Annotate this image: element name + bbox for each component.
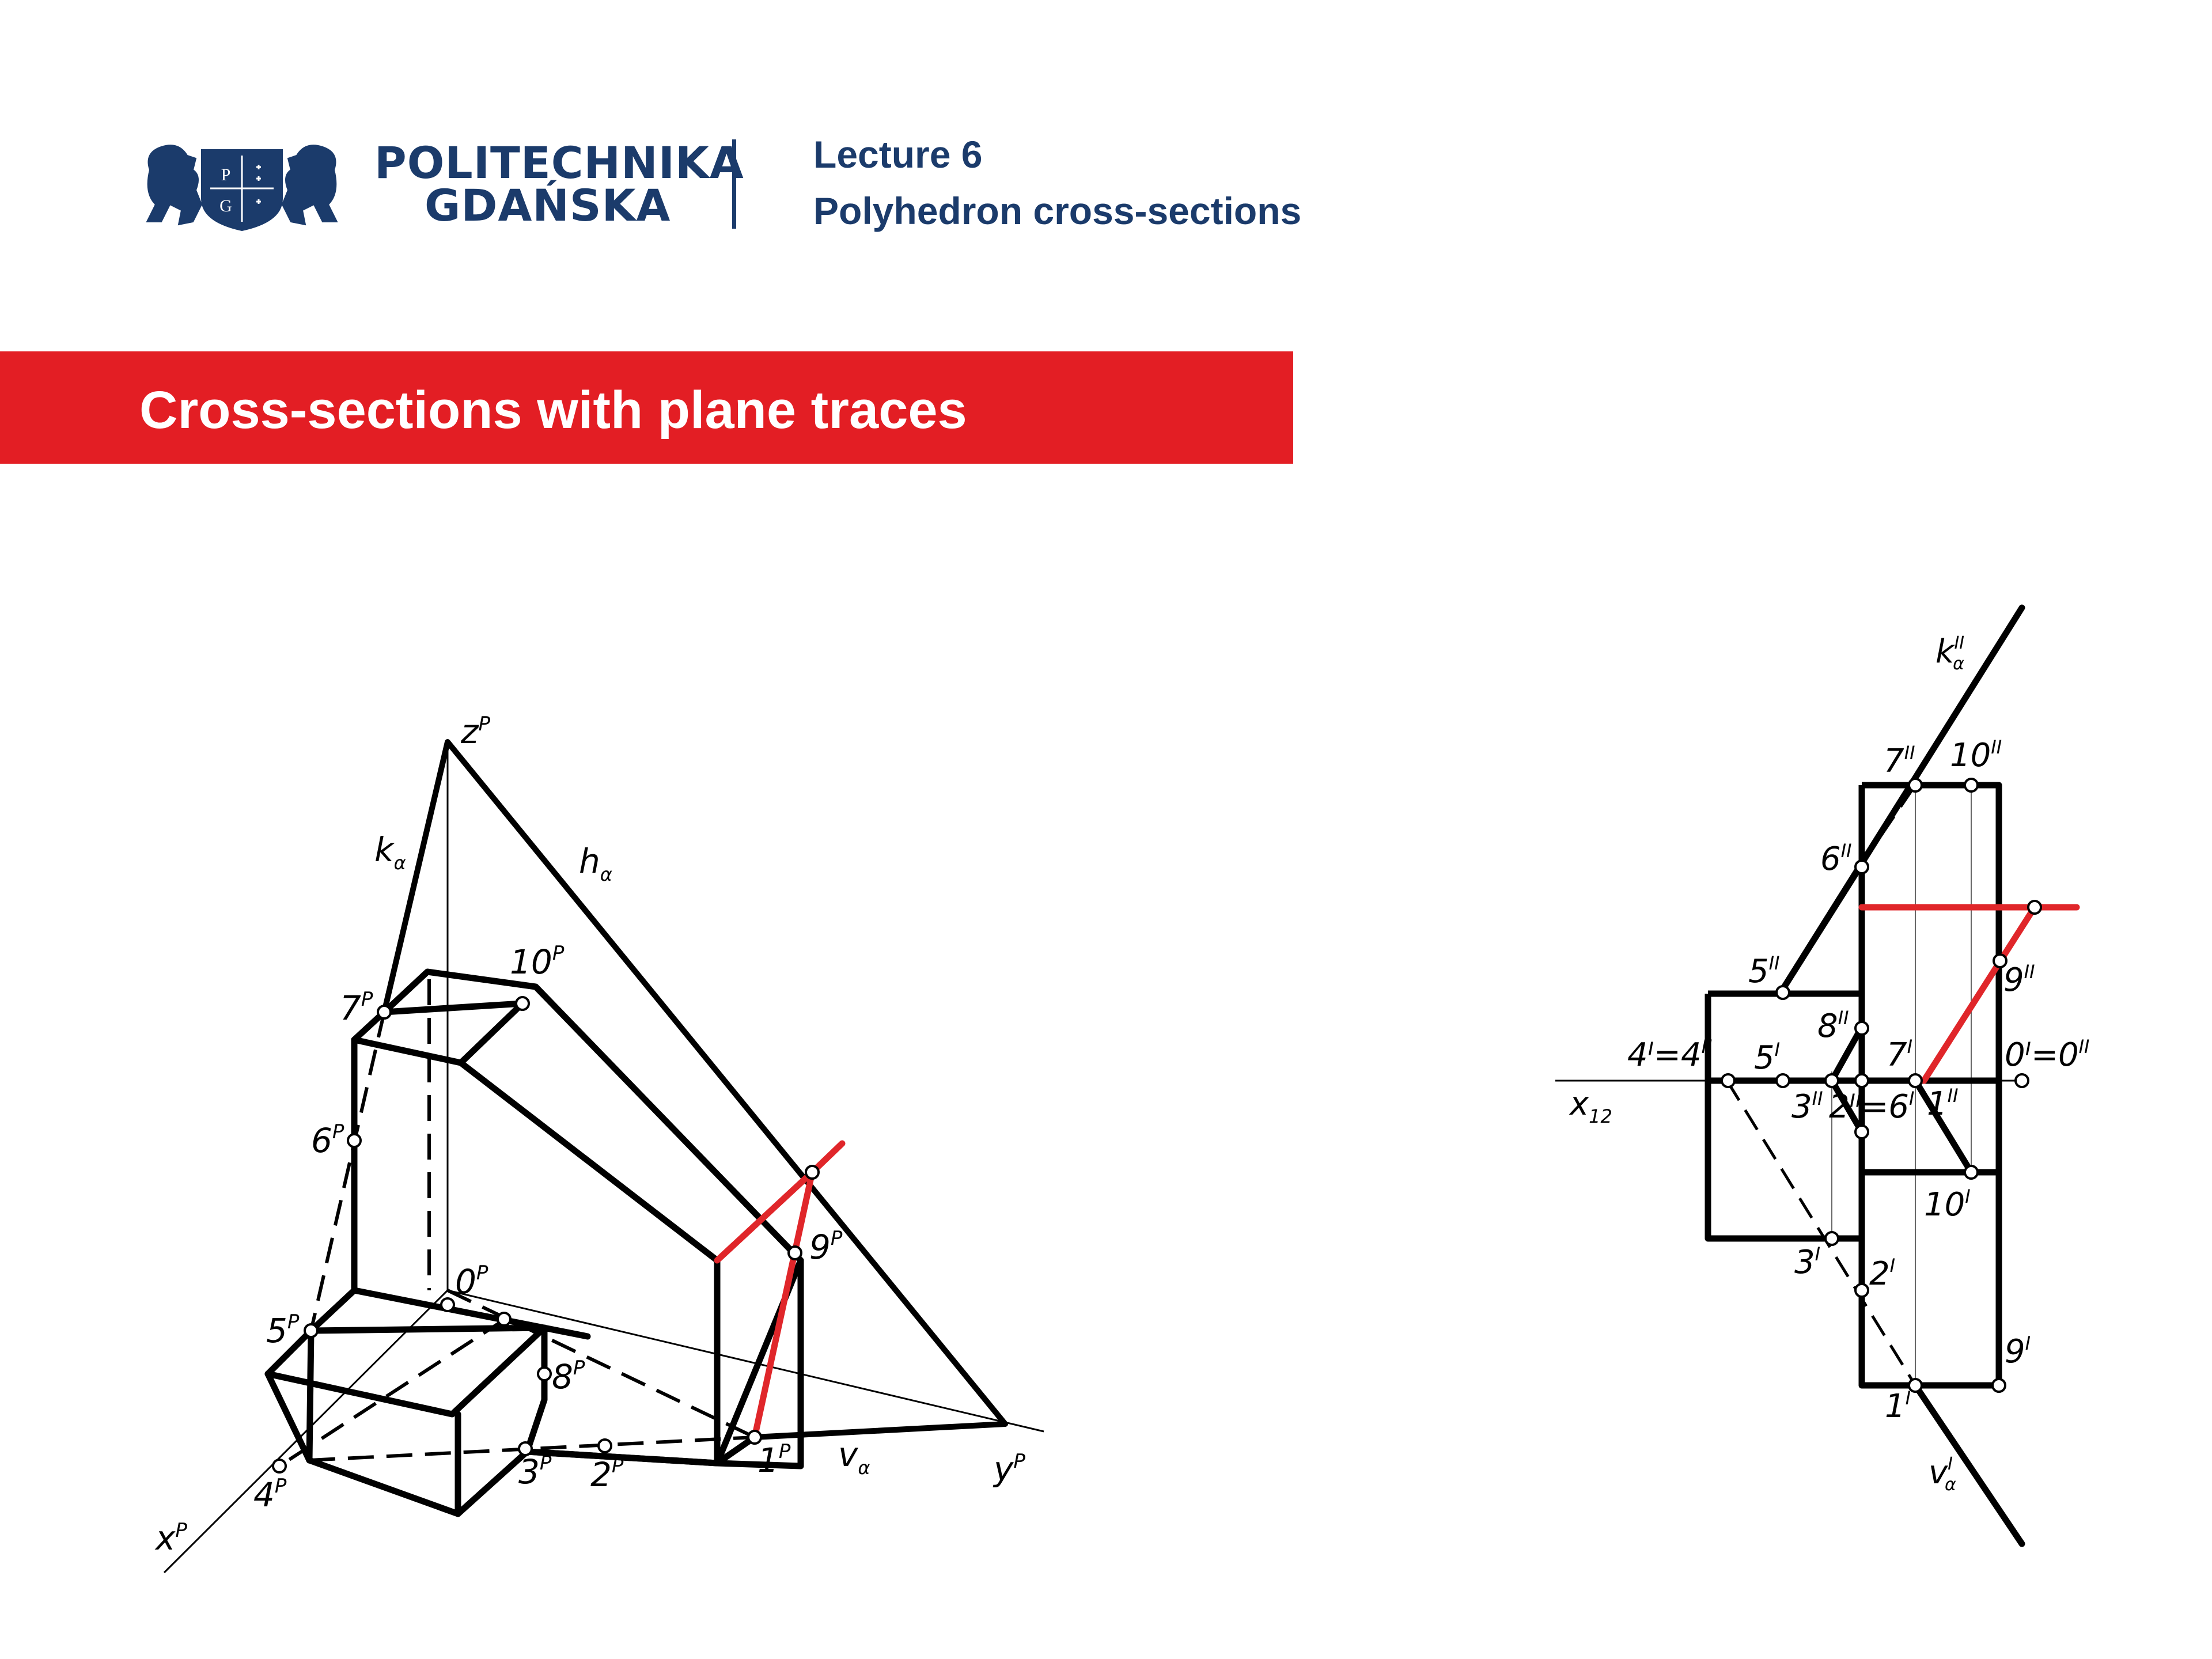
label-3I: 3I	[1794, 1243, 1820, 1281]
solid-edges	[264, 968, 804, 1517]
logo-wordmark-line1: POLITECHNIKA	[374, 137, 744, 188]
point-9P-label: 9P	[809, 1227, 843, 1267]
trace-v-label: vα	[838, 1435, 870, 1479]
header-divider	[732, 139, 736, 229]
label-3II: 3II	[1791, 1088, 1823, 1126]
axonometric-view: zP xP yP kα hα vα 1P 2P 3P 4P 5P 6P 7P 8…	[154, 712, 1044, 1574]
ortho-point-markers	[1721, 778, 2042, 1393]
header: P G POLITECHNIKA GDAŃSKA Lecture 6 Polyh…	[0, 0, 2212, 323]
label-7I: 7I	[1887, 1036, 1912, 1074]
point-10P-label: 10P	[510, 942, 565, 982]
left-lion-icon	[146, 145, 203, 226]
label-0I-0II: 0ᴵ=0II	[2005, 1036, 2089, 1074]
section-banner: Cross-sections with plane traces	[0, 351, 1293, 464]
point-9P-marker	[787, 1245, 802, 1260]
lecture-number: Lecture 6	[813, 133, 983, 176]
point-0P-marker	[440, 1297, 455, 1312]
trace-h-label: hα	[579, 842, 612, 885]
trace-k-label: kα	[374, 830, 406, 874]
point-1P-label: 1P	[757, 1440, 791, 1480]
label-10I: 10I	[1924, 1185, 1971, 1224]
axono-labels: zP xP yP kα hα vα 1P 2P 3P 4P 5P 6P 7P 8…	[154, 712, 1025, 1558]
label-1II: 1II	[1927, 1085, 1959, 1123]
point-4P-label: 4P	[253, 1475, 287, 1514]
logo-wordmark-line2: GDAŃSKA	[425, 180, 671, 231]
axis-y-label: yP	[993, 1449, 1025, 1488]
point-4P-marker	[272, 1459, 287, 1474]
label-8II: 8II	[1817, 1007, 1849, 1045]
label-9I: 9I	[2005, 1332, 2031, 1370]
label-6II: 6II	[1820, 840, 1852, 878]
label-5II: 5II	[1748, 952, 1780, 990]
point-6P-label: 6P	[311, 1120, 344, 1160]
plane-traces	[381, 739, 1008, 1440]
point-8P-label: 8P	[552, 1357, 585, 1396]
trace-k-line	[381, 739, 1008, 1440]
point-3P-marker	[518, 1441, 533, 1456]
point-3P-label: 3P	[518, 1452, 552, 1491]
emblem-letter-p: P	[221, 165, 231, 184]
label-4I-4II: 4ᴵ=4II	[1627, 1036, 1712, 1074]
point-7P-marker	[377, 1005, 392, 1020]
point-12P-marker	[805, 1165, 820, 1180]
emblem-letter-g: G	[219, 196, 232, 215]
point-2P-label: 2P	[590, 1455, 624, 1494]
label-2II-6I: 2ᴵᴵ=6I	[1829, 1088, 1914, 1126]
right-lion-icon	[281, 145, 338, 226]
label-7II: 7II	[1884, 742, 1915, 780]
university-logo-emblem: P G	[146, 145, 338, 232]
point-2P-marker	[597, 1438, 612, 1453]
section-lines	[714, 1140, 846, 1441]
point-5P-label: 5P	[266, 1310, 300, 1350]
label-2I: 2I	[1869, 1255, 1895, 1293]
label-5I: 5I	[1754, 1039, 1780, 1077]
point-8P-marker	[537, 1366, 552, 1381]
point-5P-marker	[304, 1323, 319, 1338]
label-10II: 10II	[1950, 736, 2002, 774]
axonometric-axes	[163, 742, 1044, 1574]
axis-x-label: xP	[154, 1518, 187, 1558]
point-7P-label: 7P	[340, 988, 373, 1028]
point-1P-marker	[747, 1430, 762, 1445]
ortho-hidden-edges	[1725, 784, 1917, 1387]
point-10P-marker	[515, 996, 530, 1011]
axis-x12-label: x12	[1569, 1085, 1612, 1127]
point-11P-marker	[497, 1312, 512, 1327]
axono-point-markers	[272, 996, 820, 1474]
point-0P-label: 0P	[455, 1262, 488, 1301]
banner-title: Cross-sections with plane traces	[139, 381, 967, 440]
label-1I: 1I	[1885, 1387, 1911, 1425]
point-6P-marker	[347, 1133, 362, 1148]
axis-z-label: zP	[460, 712, 490, 751]
lecture-topic: Polyhedron cross-sections	[813, 190, 1302, 232]
label-9II: 9II	[2003, 961, 2035, 999]
